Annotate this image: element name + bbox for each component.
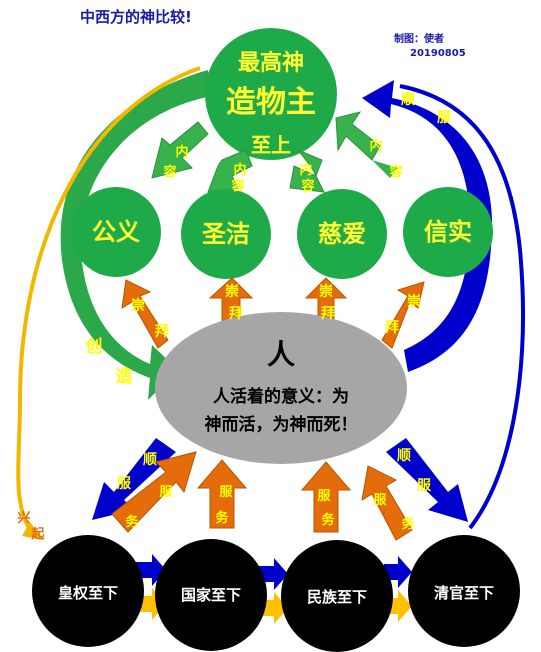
attribute-circle-4: [403, 187, 493, 277]
attribute-label-4: 信实: [424, 218, 472, 246]
content-arrow-3: [289, 148, 325, 193]
svg-text:服: 服: [159, 485, 173, 500]
human-ellipse: [155, 312, 407, 464]
attribute-label-1: 公义: [92, 218, 140, 246]
human-line-2: 神而活，为神而死！: [205, 414, 358, 435]
serve-arrow-1: [111, 451, 197, 533]
svg-text:创: 创: [85, 336, 103, 357]
worship-arrow-4: [381, 281, 425, 349]
bottom-label-3: 民族至下: [307, 588, 367, 606]
svg-text:顺: 顺: [397, 448, 411, 464]
svg-text:拜: 拜: [155, 323, 169, 340]
svg-text:容: 容: [388, 164, 402, 180]
obey-arrows: [92, 438, 468, 522]
attribute-label-2: 圣洁: [202, 220, 250, 248]
god-line-1: 最高神: [238, 50, 304, 76]
svg-text:服: 服: [117, 476, 132, 492]
svg-text:服: 服: [437, 110, 452, 126]
obey-labels-bottom: 顺 服 顺 服: [117, 448, 432, 494]
human-line-1: 人活着的意义：为: [213, 386, 349, 407]
svg-text:崇: 崇: [131, 297, 145, 314]
obey-arrow-right: [386, 438, 468, 522]
obey-thin-arc: [399, 84, 525, 530]
god-line-3: 至上: [251, 133, 291, 157]
bottom-circle-4: [408, 535, 520, 647]
bottom-circle-2: [155, 539, 267, 651]
svg-text:内: 内: [369, 138, 382, 154]
content-arrow-4: [335, 111, 381, 161]
obey-arrow-left: [92, 438, 176, 520]
svg-text:服: 服: [219, 485, 233, 500]
bottom-label-2: 国家至下: [181, 586, 241, 604]
obey-arc-arrow: [362, 80, 492, 372]
svg-text:拜: 拜: [385, 319, 399, 336]
create-labels: 创 造: [85, 336, 134, 387]
svg-text:起: 起: [30, 526, 45, 542]
svg-text:容: 容: [230, 178, 244, 194]
attribute-circle-1: [71, 187, 161, 277]
worship-arrow-1: [121, 279, 169, 349]
svg-text:务: 务: [125, 514, 139, 530]
content-labels: 内 容 内 容 内 容 内 容: [162, 138, 402, 194]
svg-text:服: 服: [373, 493, 387, 508]
svg-text:服: 服: [417, 478, 432, 494]
svg-text:顺: 顺: [401, 92, 415, 108]
content-arrow-1: [151, 121, 209, 179]
svg-text:拜: 拜: [229, 305, 243, 322]
serve-labels: 服 务 服 务 服 务 服 务: [125, 485, 415, 532]
svg-text:造: 造: [116, 367, 134, 387]
date-text: 20190805: [410, 48, 466, 59]
create-arc-arrow: [60, 70, 212, 400]
svg-text:务: 务: [215, 510, 229, 526]
god-circle: [205, 28, 337, 160]
svg-text:顺: 顺: [143, 452, 157, 468]
svg-text:内: 内: [233, 162, 246, 178]
attribute-label-3: 慈爱: [318, 220, 366, 248]
serve-arrow-3: [300, 461, 352, 533]
bottom-circle-3: [281, 540, 393, 652]
serve-arrow-2: [196, 459, 248, 529]
svg-text:内: 内: [175, 144, 188, 160]
serve-arrow-4: [361, 465, 413, 541]
arise-labels: 兴 起: [17, 510, 45, 542]
svg-text:务: 务: [321, 512, 335, 528]
content-arrow-2: [207, 149, 253, 193]
svg-text:兴: 兴: [17, 510, 30, 526]
svg-text:容: 容: [162, 164, 176, 180]
arise-arc-arrow: [16, 66, 201, 532]
bottom-label-4: 清官至下: [434, 584, 494, 602]
svg-text:容: 容: [300, 178, 314, 194]
diagram-title: 中西方的神比较!: [80, 8, 192, 26]
attribute-circle-2: [181, 189, 271, 279]
svg-text:服: 服: [317, 489, 331, 504]
god-line-2: 造物主: [226, 85, 316, 120]
attribute-circle-3: [297, 189, 387, 279]
svg-text:崇: 崇: [319, 283, 333, 300]
content-arrows: [151, 111, 381, 193]
svg-text:内: 内: [299, 162, 312, 178]
serve-arrows: [111, 451, 413, 541]
credit-text: 制图：使者: [394, 32, 444, 45]
svg-text:崇: 崇: [407, 293, 421, 310]
svg-text:拜: 拜: [321, 305, 335, 322]
svg-text:务: 务: [401, 516, 415, 532]
bottom-circle-1: [32, 535, 144, 647]
worship-labels: 崇 拜 崇 拜 崇 拜 崇 拜: [131, 283, 421, 340]
svg-text:崇: 崇: [225, 283, 239, 300]
obey-labels-top: 顺 服: [401, 92, 452, 126]
bottom-label-1: 皇权至下: [58, 584, 118, 602]
human-title: 人: [267, 338, 295, 371]
